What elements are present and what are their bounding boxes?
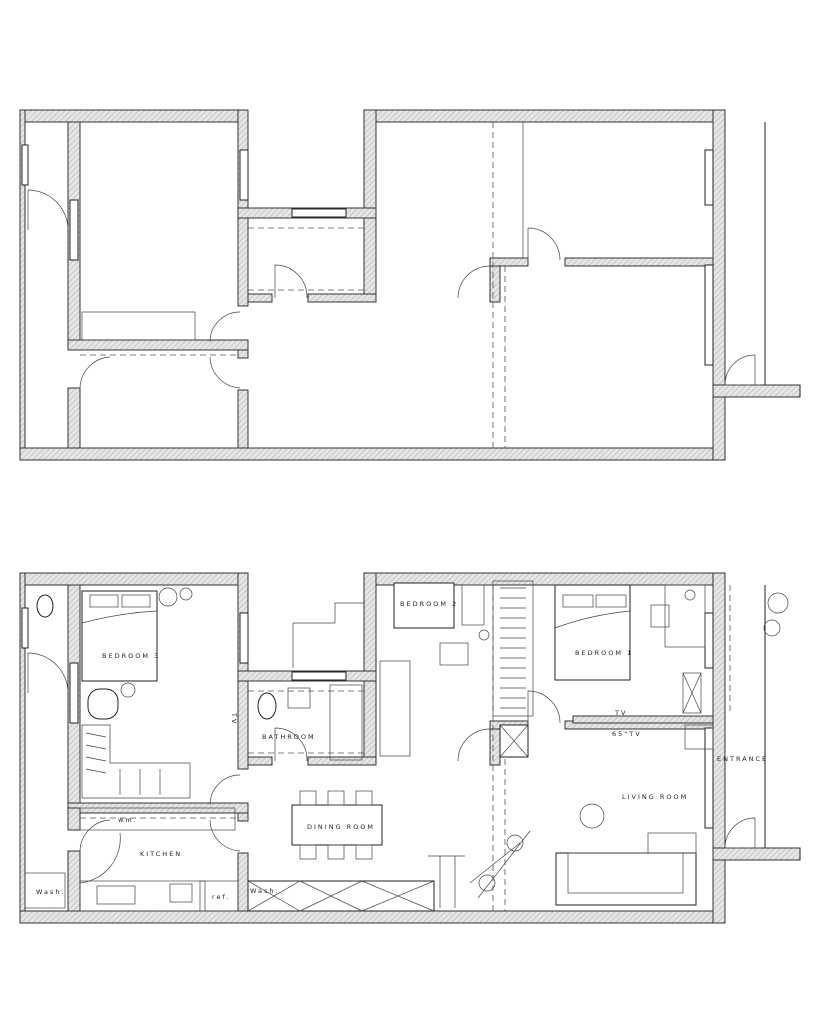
tv-label-bedroom-3: TV bbox=[230, 712, 238, 725]
existing-floor-plan bbox=[19, 109, 801, 461]
room-label-dining-room: DINING ROOM bbox=[307, 823, 375, 831]
room-label-kitchen: KITCHEN bbox=[140, 850, 182, 858]
wash-cabinet-label: Wash. bbox=[250, 887, 280, 895]
proposed-floor-plan: BEDROOM 3 BEDROOM 2 BEDROOM 1 BATHROOM D… bbox=[19, 572, 801, 924]
room-label-bedroom-3: BEDROOM 3 bbox=[102, 652, 160, 660]
room-label-bathroom: BATHROOM bbox=[262, 733, 316, 741]
bed bbox=[81, 590, 158, 682]
room-label-bedroom-1: BEDROOM 1 bbox=[575, 649, 633, 657]
washer-label: Wash. bbox=[36, 888, 66, 896]
tv-label-bedroom-1: TV bbox=[614, 709, 627, 717]
room-label-entrance: ENTRANCE bbox=[717, 755, 768, 763]
ref-label: ref. bbox=[212, 893, 230, 901]
tv-label-living: 65"TV bbox=[612, 730, 642, 738]
wm-label: wm. bbox=[118, 816, 138, 824]
room-label-bedroom-2: BEDROOM 2 bbox=[400, 600, 458, 608]
room-label-living-room: LIVING ROOM bbox=[622, 793, 688, 801]
